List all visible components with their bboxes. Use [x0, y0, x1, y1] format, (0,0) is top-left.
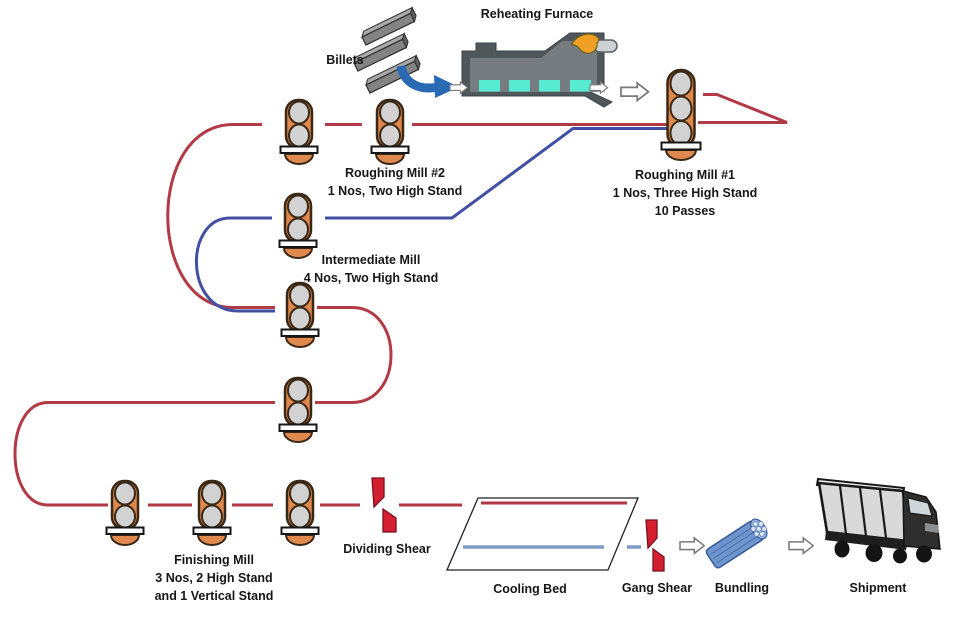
rm1-pass-loop-line [698, 93, 788, 124]
dividing-shear-lower-blade [382, 507, 397, 533]
label-line: Bundling [714, 581, 770, 595]
gang-shear-upper-blade [645, 519, 658, 550]
to-shipment-arrow [788, 537, 814, 555]
to-bundling-arrow [679, 537, 705, 555]
furnace-hearth [470, 41, 597, 92]
label-line: 1 Nos, Two High Stand [327, 184, 463, 198]
intermediate-mill-stand-3 [278, 376, 318, 444]
finishing-mill-stand-3 [280, 479, 320, 547]
rm1-to-intermediate-diagonal [325, 127, 668, 220]
label-line: Dividing Shear [343, 542, 431, 556]
gang-shear-icon [645, 519, 665, 572]
return-flow-lines [195, 127, 668, 313]
row1-to-row3-left-loop [166, 123, 275, 309]
label-line: 1 Nos, Three High Stand [612, 186, 758, 200]
label-cooling-bed: Cooling Bed [493, 580, 567, 598]
label-line: 10 Passes [654, 204, 716, 218]
gang-shear-lower-blade [652, 547, 665, 572]
label-bundling: Bundling [715, 579, 769, 597]
truck-chassis [825, 531, 908, 550]
truck-wheels [834, 540, 932, 564]
label-line: 4 Nos, Two High Stand [303, 271, 439, 285]
intermediate-mill-stand-2 [280, 281, 320, 349]
label-line: Roughing Mill #1 [635, 168, 735, 182]
furnace-billet-slots [479, 80, 591, 92]
bundling-icon [705, 518, 768, 569]
label-line: Billets [326, 53, 364, 67]
flame-icon [569, 33, 600, 54]
label-dividing-shear: Dividing Shear [343, 540, 431, 558]
roughing-mill-2-stand-a [279, 98, 319, 166]
row4-to-row5-left-loop [13, 401, 275, 507]
roughing-mill-2-stand-b [370, 98, 410, 166]
label-line: Finishing Mill [174, 553, 254, 567]
truck-icon [815, 477, 941, 564]
truck-grille [925, 523, 939, 533]
label-line: 3 Nos, 2 High Stand [155, 571, 273, 585]
label-finishing-mill: Finishing Mill 3 Nos, 2 High Stand and 1… [155, 551, 274, 605]
label-line: Reheating Furnace [480, 7, 594, 21]
label-shipment: Shipment [850, 579, 907, 597]
dividing-shear-icon [371, 477, 397, 533]
label-line: Roughing Mill #2 [345, 166, 445, 180]
intermediate-left-loop [195, 216, 275, 313]
label-reheating-furnace: Reheating Furnace [481, 5, 594, 23]
label-line: Gang Shear [621, 581, 693, 595]
label-gang-shear: Gang Shear [622, 579, 692, 597]
label-billets: Billets [326, 51, 364, 69]
label-roughing-mill-2: Roughing Mill #2 1 Nos, Two High Stand [328, 164, 463, 200]
to-roughing-mill-1-arrow [620, 82, 650, 102]
label-roughing-mill-1: Roughing Mill #1 1 Nos, Three High Stand… [613, 166, 757, 220]
label-line: Cooling Bed [493, 582, 567, 596]
row3-to-row4-right-loop [315, 306, 393, 404]
truck-box-pillars [838, 485, 888, 539]
cooling-bed-outline [446, 497, 639, 571]
intermediate-mill-stand-1 [278, 192, 318, 260]
label-line: Shipment [849, 581, 907, 595]
finishing-mill-stand-2 [192, 479, 232, 547]
finishing-mill-stand-1 [105, 479, 145, 547]
dividing-shear-upper-blade [371, 477, 385, 509]
label-intermediate-mill: Intermediate Mill 4 Nos, Two High Stand [304, 251, 439, 287]
truck-windshield [907, 497, 933, 517]
reheating-furnace-icon [449, 32, 618, 108]
label-line: Intermediate Mill [321, 253, 421, 267]
label-line: and 1 Vertical Stand [154, 589, 274, 603]
roughing-mill-1-stand [660, 68, 702, 162]
billet-transfer-arrow [396, 64, 459, 98]
